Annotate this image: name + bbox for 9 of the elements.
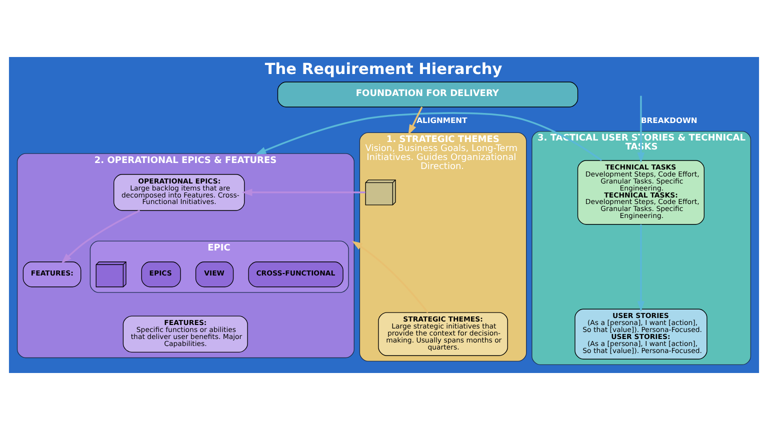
arrow	[242, 188, 366, 196]
arrow	[352, 240, 428, 313]
arrow	[637, 95, 645, 162]
arrow	[61, 209, 140, 263]
node-box: FOUNDATION FOR DELIVERY	[277, 81, 578, 107]
diagram-title: The Requirement Hierarchy	[264, 60, 502, 78]
arrow	[256, 112, 602, 161]
arrow	[637, 224, 645, 312]
arrow	[408, 106, 423, 135]
